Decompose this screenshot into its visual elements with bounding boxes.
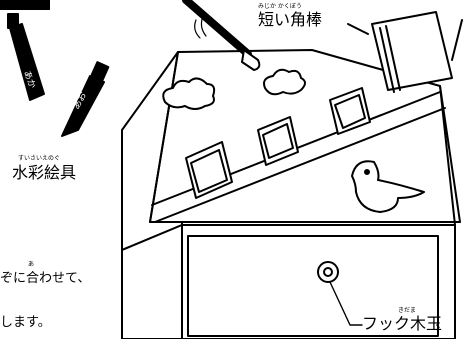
roof-right-strip	[439, 85, 456, 226]
leader-line-bar	[347, 23, 369, 35]
motion-lines	[194, 13, 207, 39]
instruction-line1: ぞに合わせて、	[0, 271, 91, 286]
drawer	[187, 235, 439, 337]
bird-icon	[351, 160, 425, 213]
cloud-icon	[162, 77, 216, 110]
watercolor-paint-ruby: すいさいえのぐ	[18, 155, 61, 162]
watercolor-paint-label: 水彩絵具	[12, 163, 77, 182]
short-square-bar-ruby: みじか かくぼう	[258, 3, 302, 10]
short-square-bar-block	[371, 11, 453, 93]
bird-eye	[364, 169, 370, 175]
window-icon	[185, 141, 233, 199]
paint-tube-icon	[7, 13, 45, 101]
hook-wood-ball-label: フック木玉	[362, 314, 443, 333]
drawer-knob-inner	[323, 267, 333, 277]
roof-diagonal-strip-2	[154, 107, 446, 223]
leader-line-right	[451, 19, 463, 61]
paint-tube-icon	[61, 61, 110, 137]
instruction-line2: します。	[0, 315, 51, 330]
roof-ridge	[149, 51, 179, 223]
cloud-icon	[263, 68, 306, 96]
paint-brush-icon	[182, 0, 261, 71]
leader-line-wood-ball	[329, 281, 363, 326]
hook-wood-ball-ruby: きだま	[398, 307, 416, 314]
window-icon	[329, 87, 371, 135]
short-square-bar-label: 短い角棒	[258, 10, 323, 29]
window-icon	[257, 116, 299, 166]
corner-tab	[0, 0, 50, 10]
instruction-line1-ruby: あ	[28, 261, 35, 268]
